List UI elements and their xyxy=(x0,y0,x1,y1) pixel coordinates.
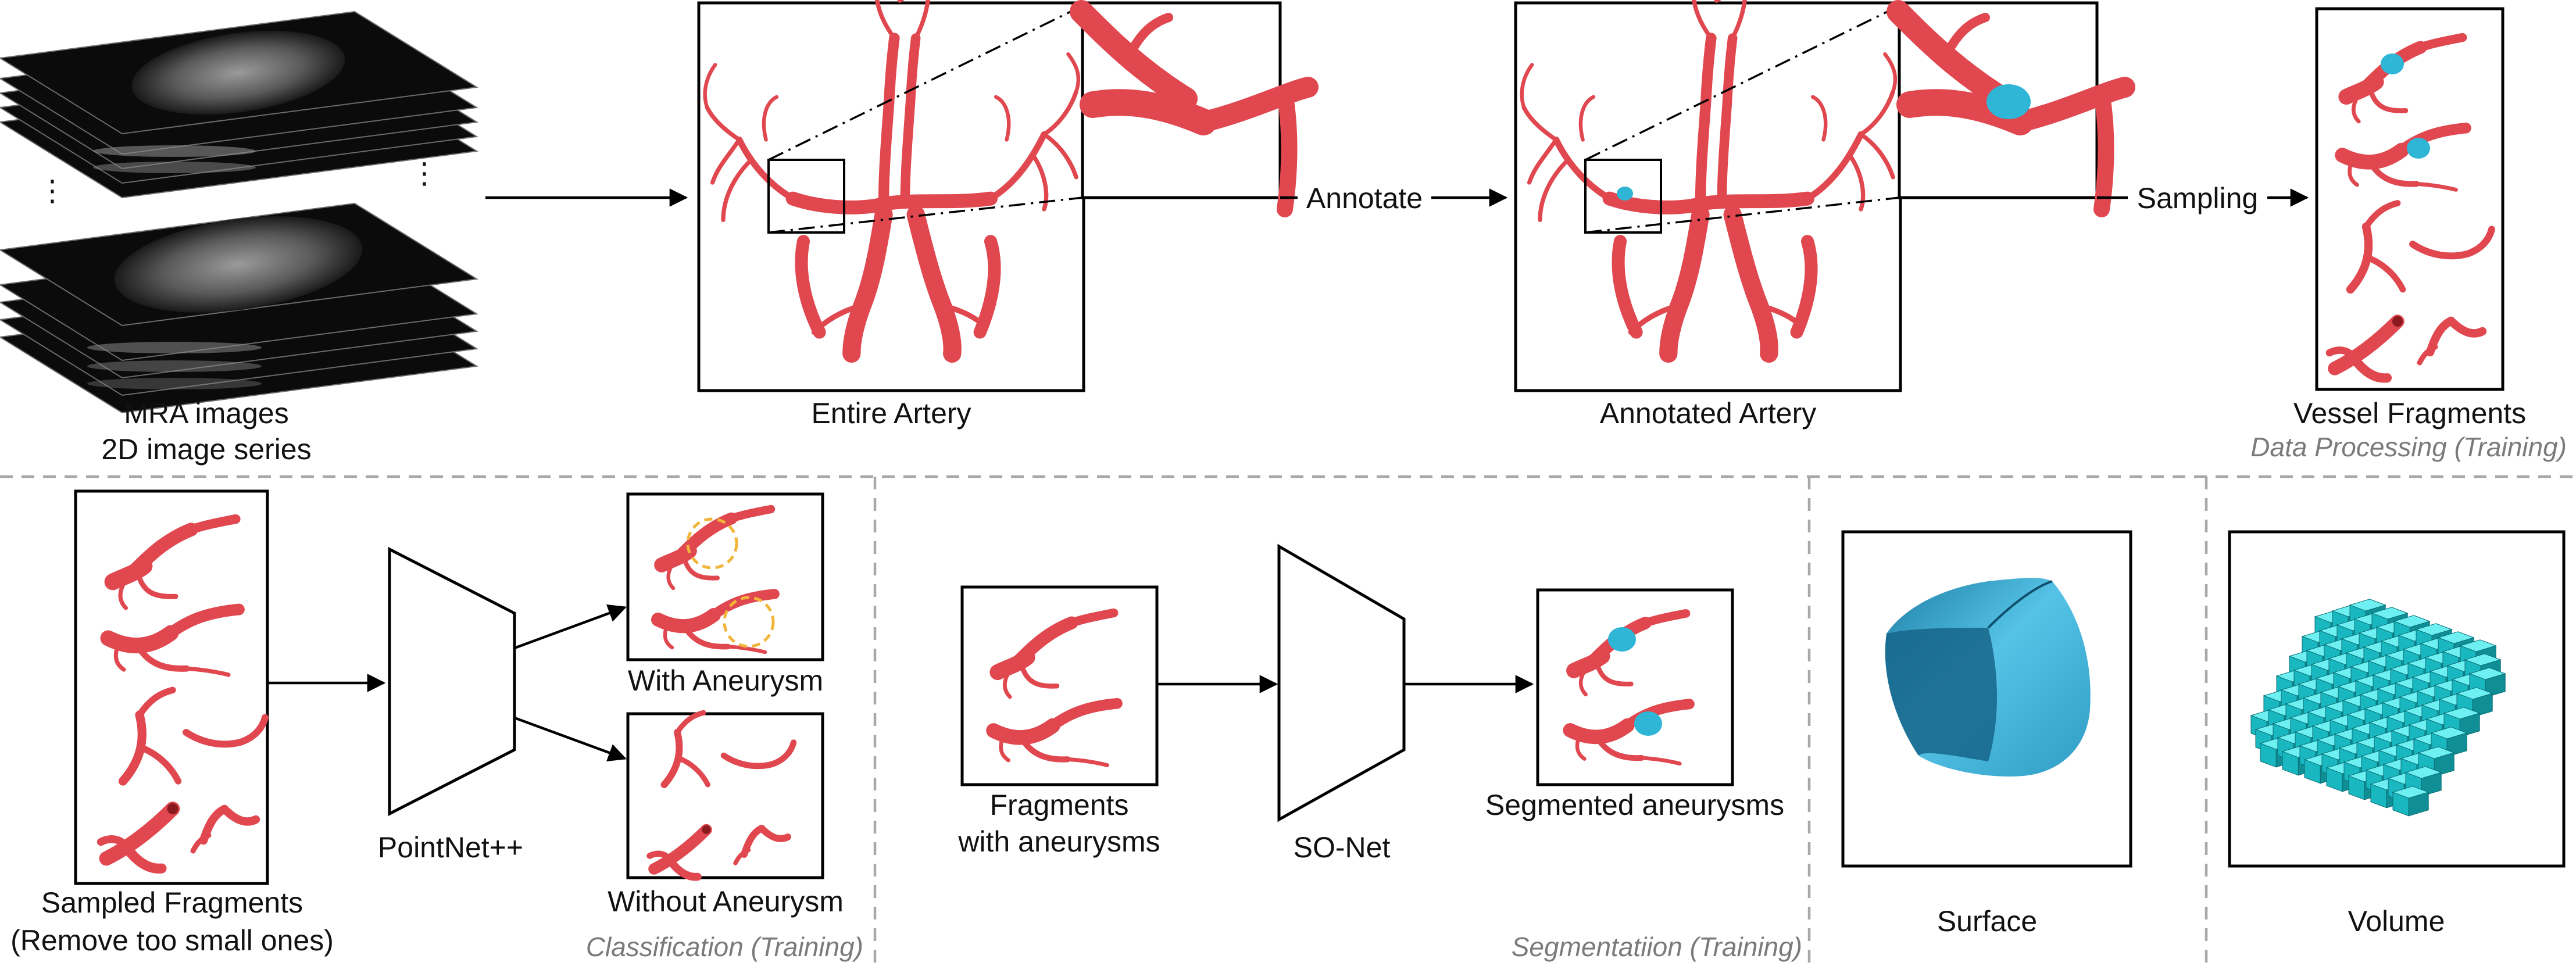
pointnet-label: PointNet++ xyxy=(378,831,523,864)
pointnet-model xyxy=(388,546,516,817)
mra-image-stack xyxy=(0,10,478,414)
fragments-with-aneurysms-box xyxy=(960,585,1159,786)
vessel-fragments-box xyxy=(2315,7,2504,391)
aneurysm-zoom xyxy=(1987,84,2031,119)
sampling-label: Sampling xyxy=(2137,182,2258,214)
surface-label: Surface xyxy=(1937,905,2037,938)
mra-label-line2: 2D image series xyxy=(101,433,311,466)
segmentation-caption: Segmentatiion (Training) xyxy=(1512,932,1802,962)
arrow-to-with xyxy=(514,604,627,650)
voxel xyxy=(2408,792,2429,817)
segmented-aneurysms-label: Segmented aneurysms xyxy=(1485,789,1784,821)
classification-caption: Classification (Training) xyxy=(586,932,863,962)
zoom-region xyxy=(767,159,845,234)
sonet-label: SO-Net xyxy=(1294,831,1391,864)
fragments-line1: Fragments xyxy=(990,789,1129,821)
fragments-line2: with aneurysms xyxy=(957,825,1160,858)
without-aneurysm-label: Without Aneurysm xyxy=(608,885,844,918)
without-aneurysm-box xyxy=(626,712,824,879)
dots-left: ⋮ xyxy=(38,174,67,207)
dots-right: ⋮ xyxy=(410,157,439,189)
vessel-fragments-label: Vessel Fragments xyxy=(2293,397,2526,430)
with-aneurysm-label: With Aneurysm xyxy=(628,664,823,697)
sampled-fragments-line1: Sampled Fragments xyxy=(41,886,303,919)
arrow-to-without xyxy=(514,716,627,761)
entire-artery-label: Entire Artery xyxy=(811,397,971,430)
data-processing-caption: Data Processing (Training) xyxy=(2250,432,2567,462)
mra-label-line1: MRA images xyxy=(124,397,288,430)
aneurysm-marker xyxy=(1617,187,1633,201)
sonet-model xyxy=(1277,543,1406,822)
with-aneurysm-box xyxy=(626,492,824,661)
annotated-artery-label: Annotated Artery xyxy=(1600,397,1816,430)
volume-voxel-render xyxy=(2250,599,2506,817)
surface-render xyxy=(1885,578,2091,777)
annotate-label: Annotate xyxy=(1306,182,1423,214)
volume-label: Volume xyxy=(2348,905,2445,938)
sampled-fragments-line2: (Remove too small ones) xyxy=(10,924,334,957)
